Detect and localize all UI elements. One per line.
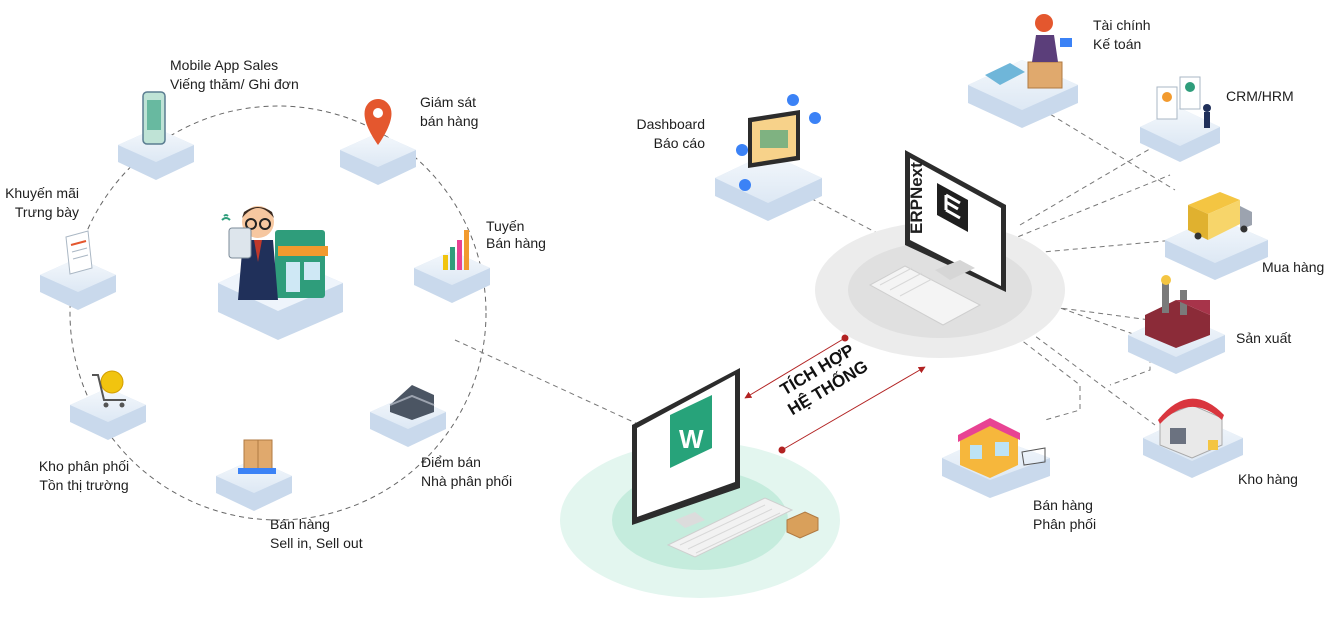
client-system: W bbox=[560, 368, 840, 598]
label-point-of-sale: Điểm bán Nhà phân phối bbox=[421, 454, 512, 489]
label-route: Tuyến Bán hàng bbox=[486, 218, 546, 251]
label-sales: Bán hàng Sell in, Sell out bbox=[270, 516, 363, 551]
promotion-line2: Trưng bày bbox=[15, 204, 79, 220]
route-line2: Bán hàng bbox=[486, 235, 546, 251]
node-warehouse bbox=[1143, 398, 1243, 478]
cycle-ring bbox=[69, 105, 487, 521]
finance-line1: Tài chính bbox=[1093, 17, 1151, 33]
bar-chart-icon bbox=[443, 230, 469, 270]
label-distribution-warehouse: Kho phân phối Tồn thị trường bbox=[39, 458, 129, 493]
accountant-icon bbox=[985, 14, 1072, 89]
production-label: Sản xuất bbox=[1236, 330, 1291, 346]
finance-line2: Kế toán bbox=[1093, 36, 1141, 52]
node-finance bbox=[968, 14, 1078, 128]
sales-line2: Sell in, Sell out bbox=[270, 535, 363, 551]
node-sales-distribution bbox=[942, 418, 1050, 498]
monitoring-line1: Giám sát bbox=[420, 94, 476, 110]
storehouse-icon bbox=[1158, 398, 1224, 459]
node-sales bbox=[216, 439, 292, 511]
smartphone-icon bbox=[142, 91, 166, 145]
monitoring-line2: bán hàng bbox=[420, 113, 478, 129]
node-dashboard bbox=[715, 94, 822, 221]
distribution-warehouse-line1: Kho phân phối bbox=[39, 458, 129, 474]
node-mobile-app bbox=[118, 91, 194, 180]
salesman-shop-icon bbox=[221, 206, 278, 300]
erp-name: ERPNext bbox=[907, 162, 926, 234]
sales-line1: Bán hàng bbox=[270, 516, 330, 532]
dashboard-line2: Báo cáo bbox=[654, 135, 706, 151]
delivery-truck-icon bbox=[1188, 192, 1252, 240]
node-point-of-sale bbox=[370, 385, 446, 447]
label-sales-distribution: Bán hàng Phân phối bbox=[1033, 497, 1096, 532]
profiles-icon bbox=[1156, 76, 1211, 128]
promotion-line1: Khuyến mãi bbox=[5, 185, 79, 201]
label-monitoring: Giám sát bán hàng bbox=[420, 94, 478, 129]
erp-monitor bbox=[905, 150, 1006, 292]
label-finance: Tài chính Kế toán bbox=[1093, 17, 1151, 52]
svg-text:W: W bbox=[679, 424, 704, 454]
warehouse-icon bbox=[389, 385, 435, 420]
label-promotion: Khuyến mãi Trưng bày bbox=[5, 185, 79, 220]
dashed-links bbox=[454, 104, 1176, 426]
purchase-label: Mua hàng bbox=[1262, 259, 1324, 275]
sales-distribution-line1: Bán hàng bbox=[1033, 497, 1093, 513]
center-hub bbox=[218, 206, 343, 340]
w-logo-icon: W bbox=[670, 395, 712, 468]
erp-keyboard bbox=[868, 265, 982, 326]
pallet-truck-icon bbox=[238, 439, 276, 474]
node-purchase bbox=[1165, 192, 1268, 280]
label-mobile-app: Mobile App Sales Viếng thăm/ Ghi đơn bbox=[170, 57, 299, 92]
shopping-cart-icon bbox=[92, 370, 126, 408]
sales-distribution-line2: Phân phối bbox=[1033, 516, 1096, 532]
factory-icon bbox=[1145, 275, 1210, 348]
mobile-app-line2: Viếng thăm/ Ghi đơn bbox=[170, 76, 299, 92]
crm-label: CRM/HRM bbox=[1226, 88, 1294, 104]
warehouse-label: Kho hàng bbox=[1238, 471, 1298, 487]
dashboard-line1: Dashboard bbox=[637, 116, 706, 132]
location-pin-icon bbox=[364, 99, 392, 145]
storefront-icon bbox=[958, 418, 1046, 478]
node-production bbox=[1128, 275, 1225, 374]
erp-system bbox=[815, 150, 1065, 358]
point-of-sale-line2: Nhà phân phối bbox=[421, 473, 512, 489]
label-dashboard: Dashboard Báo cáo bbox=[637, 116, 706, 151]
distribution-warehouse-line2: Tồn thị trường bbox=[39, 477, 128, 493]
node-crm bbox=[1140, 76, 1220, 162]
e-logo-icon bbox=[937, 183, 968, 232]
client-monitor: W bbox=[632, 368, 740, 528]
document-icon bbox=[65, 230, 93, 275]
client-keyboard bbox=[666, 497, 794, 558]
route-line1: Tuyến bbox=[486, 218, 524, 234]
node-monitoring bbox=[340, 99, 416, 185]
node-promotion bbox=[40, 230, 116, 310]
node-distribution-warehouse bbox=[70, 370, 146, 440]
dashboard-screen-icon bbox=[736, 94, 821, 191]
mobile-app-line1: Mobile App Sales bbox=[170, 57, 278, 73]
point-of-sale-line1: Điểm bán bbox=[421, 454, 481, 470]
node-route bbox=[414, 230, 490, 303]
integration-arrows bbox=[744, 334, 926, 454]
